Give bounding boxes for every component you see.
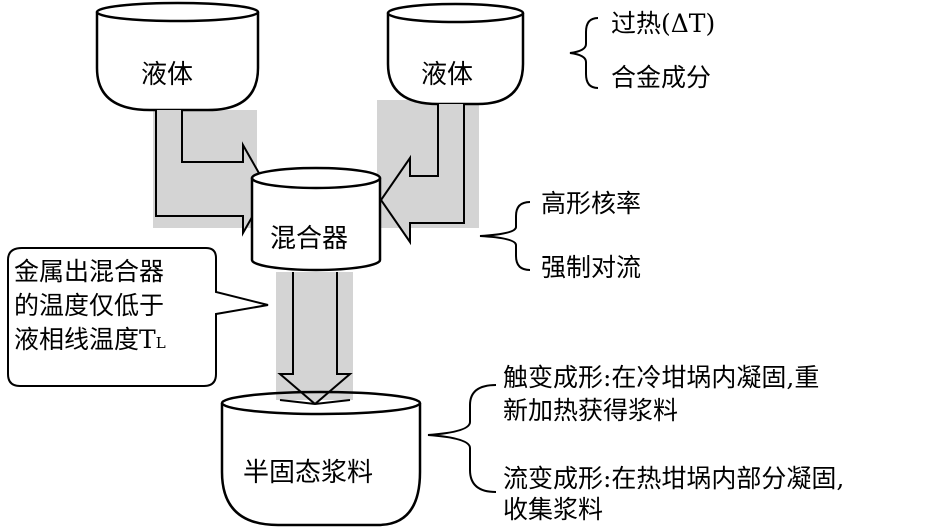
brace-liquid	[569, 17, 599, 89]
callout-subscript: L	[155, 334, 166, 352]
rheoforming-note-line2: 收集浆料	[503, 495, 604, 524]
high-nucleation-note: 高形核率	[541, 189, 642, 218]
rheoforming-note-line1: 流变成形:在热坩埚内部分凝固,	[503, 464, 845, 493]
callout-line2: 的温度仅低于	[14, 291, 165, 320]
liquid-left-label: 液体	[141, 60, 194, 90]
thixoforming-note-line2: 新加热获得浆料	[503, 396, 679, 425]
brace-slurry	[427, 384, 497, 493]
thixoforming-note-line1: 触变成形:在冷坩埚内凝固,重	[503, 363, 820, 392]
callout-bubble	[7, 247, 269, 387]
callout-line3-text: 液相线温度T	[14, 325, 156, 354]
liquid-right-label: 液体	[421, 60, 474, 90]
forced-convection-note: 强制对流	[541, 253, 642, 282]
slurry-crucible	[220, 403, 422, 527]
arrow-tip-overlap	[279, 399, 351, 406]
callout-line3: 液相线温度TL	[14, 324, 166, 359]
mixer-top	[250, 166, 382, 190]
mixer-label: 混合器	[270, 224, 349, 254]
alloy-composition-note: 合金成分	[611, 63, 712, 92]
mixer-cylinder	[250, 178, 382, 272]
crucible-left-rim	[95, 1, 260, 23]
slurry-rim-front	[220, 402, 422, 416]
slurry-rim-back	[220, 390, 422, 404]
callout-line1: 金属出混合器	[14, 257, 165, 286]
superheat-note: 过热(ΔT)	[611, 9, 716, 38]
slurry-label: 半固态浆料	[243, 458, 374, 488]
crucible-right	[386, 13, 525, 106]
crucible-right-rim	[386, 2, 525, 24]
brace-mixer	[479, 201, 531, 271]
